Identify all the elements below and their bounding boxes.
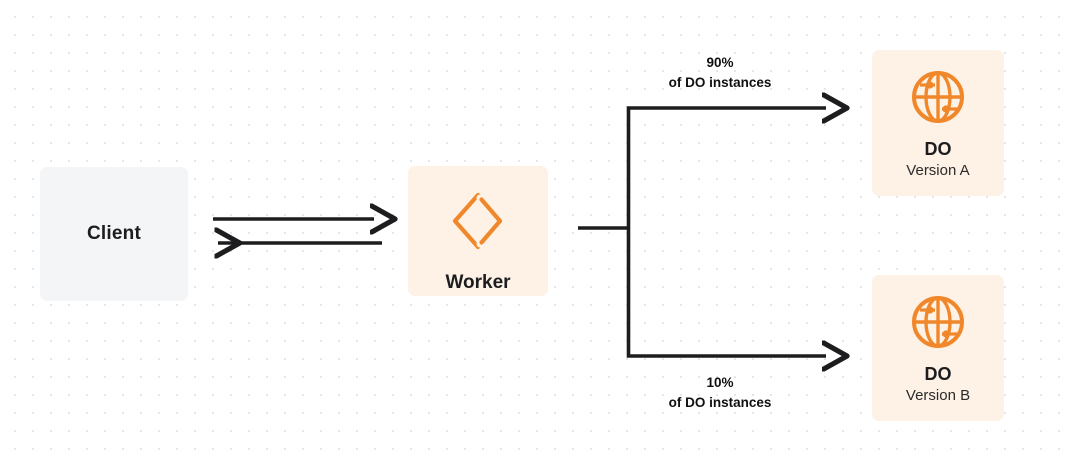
edge-label-do-b-percent: 10% — [706, 375, 734, 390]
edge-label-do-a-percent: 90% — [706, 55, 734, 70]
edge-label-do-a: 90% of DO instances — [620, 53, 820, 92]
durable-object-globe-icon — [909, 293, 967, 351]
node-client[interactable]: Client — [40, 167, 188, 301]
do-a-version-label: Version A — [906, 161, 970, 179]
worker-label: Worker — [445, 272, 511, 293]
edge-label-do-a-caption: of DO instances — [668, 74, 772, 90]
node-do-version-b[interactable]: DO Version B — [872, 275, 1004, 421]
durable-object-globe-icon — [909, 68, 967, 126]
node-worker[interactable]: Worker — [408, 166, 548, 296]
edge-label-do-b-caption: of DO instances — [668, 394, 772, 410]
do-b-version-label: Version B — [905, 386, 971, 404]
client-label: Client — [87, 223, 141, 244]
node-do-version-a[interactable]: DO Version A — [872, 50, 1004, 196]
edge-label-do-b: 10% of DO instances — [620, 373, 820, 412]
cloudflare-workers-icon — [447, 190, 509, 252]
do-b-label: DO — [924, 364, 952, 384]
do-a-label: DO — [924, 139, 952, 159]
